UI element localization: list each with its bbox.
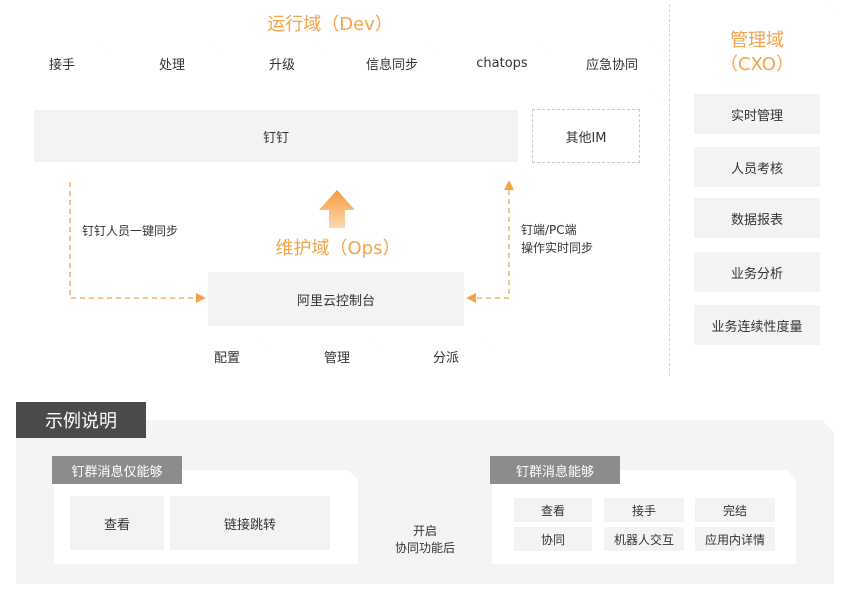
domain-divider — [669, 4, 670, 376]
example-left-link[interactable]: 链接跳转 — [170, 496, 330, 550]
dev-action-label: 接手 — [48, 57, 75, 73]
example-right-details[interactable]: 应用内详情 — [695, 527, 775, 551]
example-right-view[interactable]: 查看 — [514, 498, 592, 522]
example-right-item-label: 协同 — [540, 532, 565, 547]
right-sync-line — [476, 190, 510, 299]
dingtalk-label: 钉钉 — [262, 130, 289, 146]
mgmt-item-realtime[interactable]: 实时管理 — [694, 94, 820, 134]
example-right-item-label: 应用内详情 — [704, 532, 765, 547]
aliyun-console[interactable]: 阿里云控制台 — [208, 272, 464, 326]
other-im-box[interactable]: 其他IM — [532, 109, 640, 163]
arrow-caption-2: 协同功能后 — [394, 541, 455, 555]
left-sync-line — [69, 182, 196, 299]
mgmt-item-label: 业务连续性度量 — [711, 319, 803, 335]
dingtalk-bar[interactable]: 钉钉 — [34, 110, 518, 162]
ops-action-manage[interactable]: 管理 — [292, 338, 382, 374]
mgmt-domain-title-1: 管理域 — [730, 30, 784, 51]
mgmt-item-reports[interactable]: 数据报表 — [694, 198, 820, 238]
dev-action-emergency[interactable]: 应急协同 — [566, 46, 658, 80]
right-sync-caption-1: 钉端/PC端 — [521, 223, 577, 237]
example-right-collaborate[interactable]: 协同 — [514, 527, 592, 551]
mgmt-item-continuity[interactable]: 业务连续性度量 — [694, 305, 820, 345]
up-arrow-icon — [319, 190, 355, 228]
ops-action-dispatch[interactable]: 分派 — [401, 338, 491, 374]
example-right-tag: 钉群消息能够 — [490, 456, 620, 484]
example-right-finish[interactable]: 完结 — [695, 498, 775, 522]
example-left-item-label: 链接跳转 — [223, 517, 276, 533]
example-right-bot[interactable]: 机器人交互 — [604, 527, 684, 551]
mgmt-item-assessment[interactable]: 人员考核 — [694, 147, 820, 187]
example-right-item-label: 查看 — [540, 503, 565, 518]
dev-action-info-sync[interactable]: 信息同步 — [346, 46, 438, 80]
dev-action-takeover[interactable]: 接手 — [16, 46, 108, 80]
example-left-view[interactable]: 查看 — [70, 496, 164, 550]
mgmt-item-label: 业务分析 — [730, 266, 783, 282]
dev-action-chatops[interactable]: chatops — [456, 46, 548, 80]
example-right-tag-label: 钉群消息能够 — [515, 464, 594, 480]
example-right-takeover[interactable]: 接手 — [604, 498, 684, 522]
right-sync-arrowhead-up — [504, 180, 514, 190]
example-right-item-label: 机器人交互 — [613, 532, 674, 547]
example-title: 示例说明 — [16, 402, 146, 438]
dev-action-label: chatops — [476, 55, 528, 71]
mgmt-domain-title-2: （CXO） — [720, 54, 794, 75]
ops-action-label: 管理 — [323, 350, 350, 366]
dev-action-escalate[interactable]: 升级 — [236, 46, 328, 80]
example-left-item-label: 查看 — [103, 517, 130, 533]
dev-action-label: 信息同步 — [365, 57, 418, 73]
mgmt-item-analysis[interactable]: 业务分析 — [694, 252, 820, 292]
mgmt-item-label: 实时管理 — [730, 108, 783, 124]
example-left-tag-label: 钉群消息仅能够 — [71, 464, 163, 480]
dev-action-label: 处理 — [158, 57, 185, 73]
dev-action-label: 应急协同 — [585, 57, 638, 73]
ops-action-label: 分派 — [432, 350, 459, 366]
right-sync-caption-2: 操作实时同步 — [521, 241, 594, 255]
other-im-label: 其他IM — [565, 130, 607, 146]
example-title-label: 示例说明 — [45, 411, 117, 432]
ops-action-label: 配置 — [213, 350, 240, 366]
ops-domain-title: 维护域（Ops） — [275, 238, 401, 259]
arrow-caption-1: 开启 — [412, 524, 437, 538]
left-sync-arrowhead — [196, 293, 206, 303]
left-sync-caption: 钉钉人员一键同步 — [82, 224, 179, 238]
dev-action-handle[interactable]: 处理 — [126, 46, 218, 80]
dev-domain-title: 运行域（Dev） — [267, 14, 393, 35]
example-right-item-label: 完结 — [722, 503, 747, 518]
example-right-item-label: 接手 — [631, 503, 656, 518]
right-sync-arrowhead-left — [466, 293, 476, 303]
mgmt-item-label: 人员考核 — [730, 161, 783, 177]
dev-action-label: 升级 — [268, 57, 295, 73]
ops-action-config[interactable]: 配置 — [182, 338, 272, 374]
example-left-tag: 钉群消息仅能够 — [52, 456, 182, 484]
mgmt-item-label: 数据报表 — [730, 212, 783, 228]
aliyun-console-label: 阿里云控制台 — [296, 293, 375, 309]
